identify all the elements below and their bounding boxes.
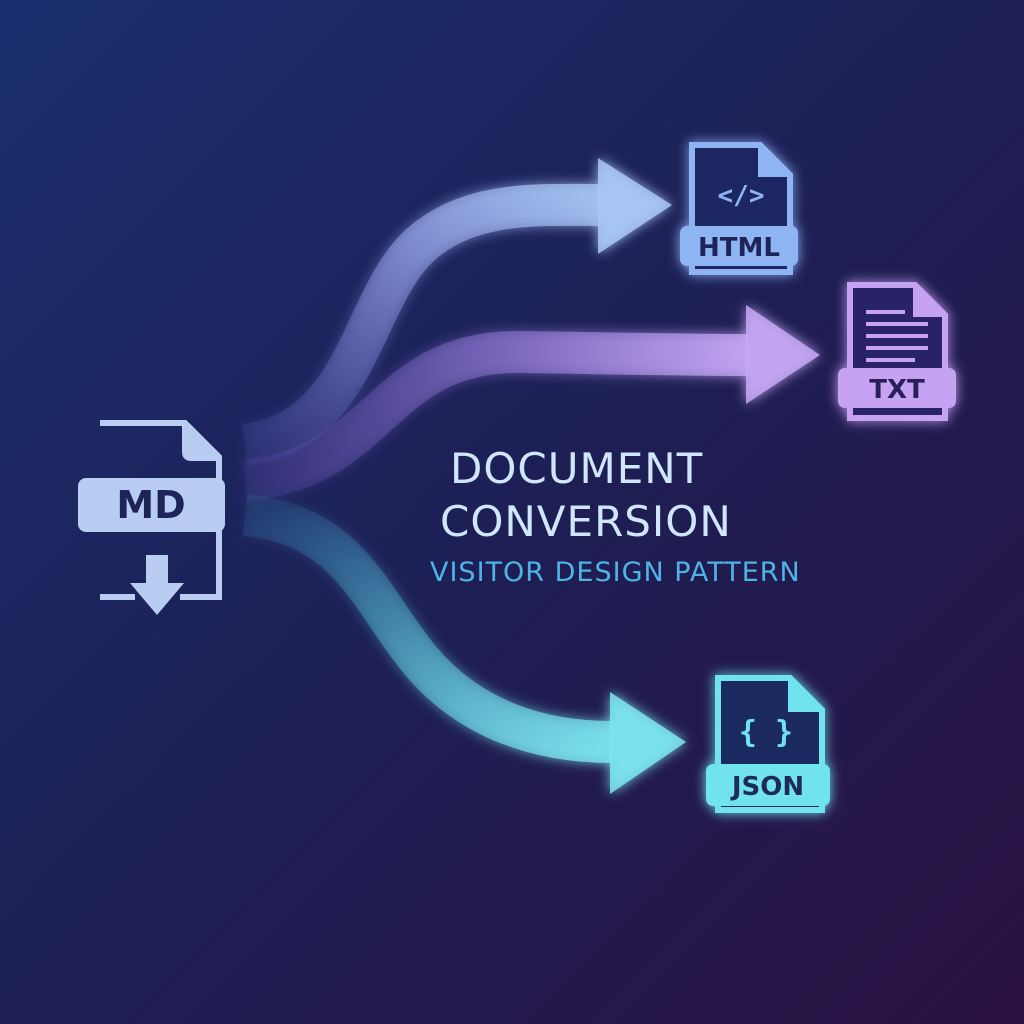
arrow-to-txt xyxy=(242,305,820,501)
txt-file-icon xyxy=(838,282,956,421)
json-file-icon xyxy=(706,675,830,813)
json-label: JSON xyxy=(730,772,804,802)
md-label: MD xyxy=(116,483,185,527)
curly-braces-icon: { } xyxy=(739,715,793,750)
html-label: HTML xyxy=(698,233,780,263)
code-tag-icon: </> xyxy=(718,181,765,211)
arrow-to-html xyxy=(241,158,672,466)
subtitle: VISITOR DESIGN PATTERN xyxy=(430,557,801,588)
arrow-to-json xyxy=(242,494,686,794)
txt-label: TXT xyxy=(869,375,925,405)
md-file-icon xyxy=(100,420,222,600)
title-line-2: CONVERSION xyxy=(440,497,732,546)
title-line-1: DOCUMENT xyxy=(450,444,703,493)
html-file-icon xyxy=(680,142,798,275)
md-label-box xyxy=(78,478,225,532)
download-arrow-icon xyxy=(130,555,184,615)
